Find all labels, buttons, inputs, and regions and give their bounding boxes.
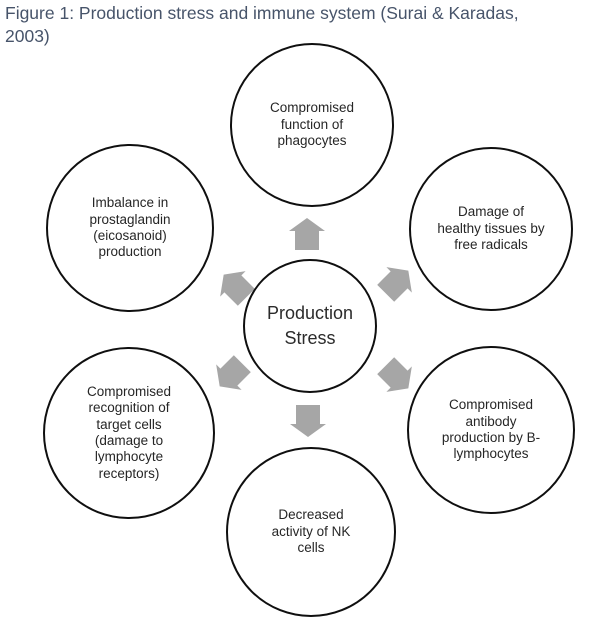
arrow-lower-left-icon xyxy=(216,355,251,390)
node-antibody-production: Compromised antibody production by B- ly… xyxy=(407,346,575,514)
node-label: Damage of healthy tissues by free radica… xyxy=(437,204,545,253)
node-label: Compromised function of phagocytes xyxy=(269,100,355,149)
node-nk-cell-activity: Decreased activity of NK cells xyxy=(226,447,396,617)
node-prostaglandin-imbalance: Imbalance in prostaglandin (eicosanoid) … xyxy=(46,144,214,312)
figure-caption: Figure 1: Production stress and immune s… xyxy=(5,3,519,46)
node-label: Compromised antibody production by B- ly… xyxy=(441,397,541,462)
arrow-upper-right-icon xyxy=(377,267,412,302)
arrow-lower-right-icon xyxy=(377,357,412,392)
arrow-up-icon xyxy=(289,218,325,250)
node-compromised-phagocytes: Compromised function of phagocytes xyxy=(230,43,394,207)
node-label: Decreased activity of NK cells xyxy=(271,507,351,556)
arrow-upper-left-icon xyxy=(220,271,255,306)
node-label: Production Stress xyxy=(266,302,354,348)
node-free-radical-damage: Damage of healthy tissues by free radica… xyxy=(409,147,573,311)
node-label: Imbalance in prostaglandin (eicosanoid) … xyxy=(89,195,171,260)
node-production-stress: Production Stress xyxy=(243,259,377,393)
arrow-down-icon xyxy=(290,405,326,437)
node-label: Compromised recognition of target cells … xyxy=(86,383,172,481)
node-lymphocyte-receptor-damage: Compromised recognition of target cells … xyxy=(43,347,215,519)
